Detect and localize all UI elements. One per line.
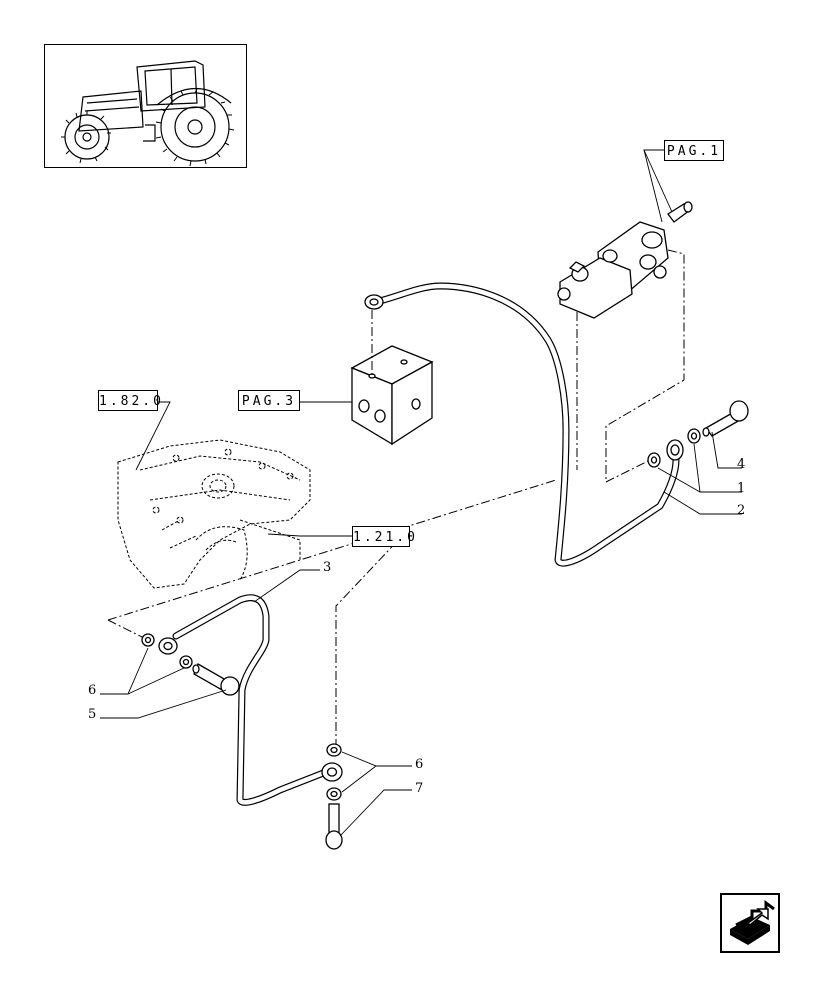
ref-pag-3[interactable]: PAG.3 [238, 390, 300, 411]
callout-4: 4 [737, 457, 746, 472]
sealing-washers [647, 428, 701, 468]
next-page-button[interactable] [720, 893, 780, 953]
banjo-bolt-left [192, 663, 240, 696]
callout-6-right: 6 [415, 757, 424, 772]
callout-2: 2 [737, 503, 746, 518]
callout-3: 3 [323, 560, 332, 575]
tractor-icon [61, 60, 235, 167]
leader-lines [100, 149, 742, 837]
callout-5: 5 [88, 707, 97, 722]
ref-1-21-0[interactable]: 1.21.0 [352, 526, 415, 547]
valve-assembly [557, 201, 693, 319]
banjo-fitting-right [666, 439, 684, 461]
callout-1: 1 [737, 481, 746, 496]
ref-pag-1[interactable]: PAG.1 [664, 140, 724, 161]
banjo-fitting-bottom [321, 743, 343, 801]
junction-block [350, 345, 434, 446]
banjo-bolt-bottom [325, 803, 343, 850]
ref-1-82-0[interactable]: 1.82.0 [98, 390, 161, 411]
callout-6-left: 6 [88, 683, 97, 698]
tractor-thumbnail [44, 44, 247, 168]
engine-housing [117, 439, 311, 589]
callout-7: 7 [415, 781, 424, 796]
banjo-bolt-upper [702, 400, 749, 437]
next-page-arrow-icon [730, 900, 775, 945]
banjo-fitting-left [141, 633, 193, 669]
lower-pipe [172, 594, 330, 806]
